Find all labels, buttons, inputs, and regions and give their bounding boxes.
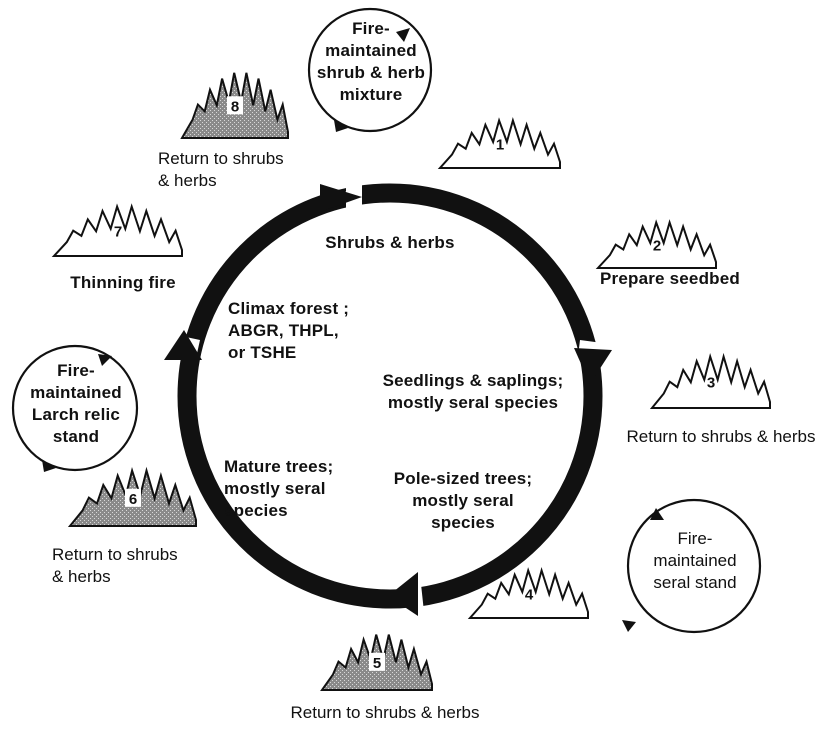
cycle-ring (164, 180, 612, 616)
loop-label-seral: Fire- maintained seral stand (653, 529, 737, 592)
fire-7-number: 7 (114, 224, 122, 241)
fire-2-number: 2 (653, 237, 661, 254)
fire-4-icon: 4 (467, 566, 589, 619)
fire-8-number: 8 (231, 98, 239, 115)
loop-larch (11, 344, 139, 472)
fire-6-icon: 6 (67, 466, 197, 527)
loop-seral (622, 498, 762, 634)
fire-4-number: 4 (525, 586, 534, 603)
loop-label-larch: Fire- maintained Larch relic stand (30, 361, 122, 446)
fire-8-icon: 8 (180, 72, 289, 139)
fire-6-number: 6 (129, 491, 137, 508)
fire-5-icon: 5 (320, 634, 433, 691)
arrow-head-bottom (388, 572, 418, 616)
fire-caption-8: Return to shrubs & herbs (158, 149, 284, 190)
stage-climax: Climax forest ; ABGR, THPL, or TSHE (228, 299, 350, 362)
fire-caption-5: Return to shrubs & herbs (290, 703, 480, 722)
fire-caption-7: Thinning fire (70, 273, 176, 292)
arrow-head-right (574, 348, 612, 384)
fire-3-number: 3 (707, 375, 715, 392)
loop-label-shrub-herb: Fire- maintained shrub & herb mixture (316, 19, 426, 104)
loop-shrub-herb (307, 7, 433, 133)
fire-caption-2: Prepare seedbed (599, 269, 740, 288)
fire-3-icon: 3 (649, 352, 771, 409)
fire-5-number: 5 (373, 655, 381, 672)
fire-1-icon: 1 (437, 117, 561, 169)
fire-7-icon: 7 (51, 203, 183, 257)
fire-2-icon: 2 (595, 219, 717, 269)
fire-symbols: 1 2 3 4 5 6 7 8 (51, 72, 771, 691)
stage-shrubs-herbs: Shrubs & herbs (325, 233, 455, 252)
fire-caption-6: Return to shrubs & herbs (52, 545, 178, 586)
arrow-head-left (164, 330, 202, 360)
fire-caption-3: Return to shrubs & herbs (626, 427, 816, 446)
fire-1-number: 1 (496, 136, 504, 153)
stage-pole: Pole-sized trees; mostly seral species (393, 469, 533, 532)
stage-mature: Mature trees; mostly seral species (224, 457, 334, 520)
stage-seedlings: Seedlings & saplings; mostly seral speci… (382, 371, 564, 412)
